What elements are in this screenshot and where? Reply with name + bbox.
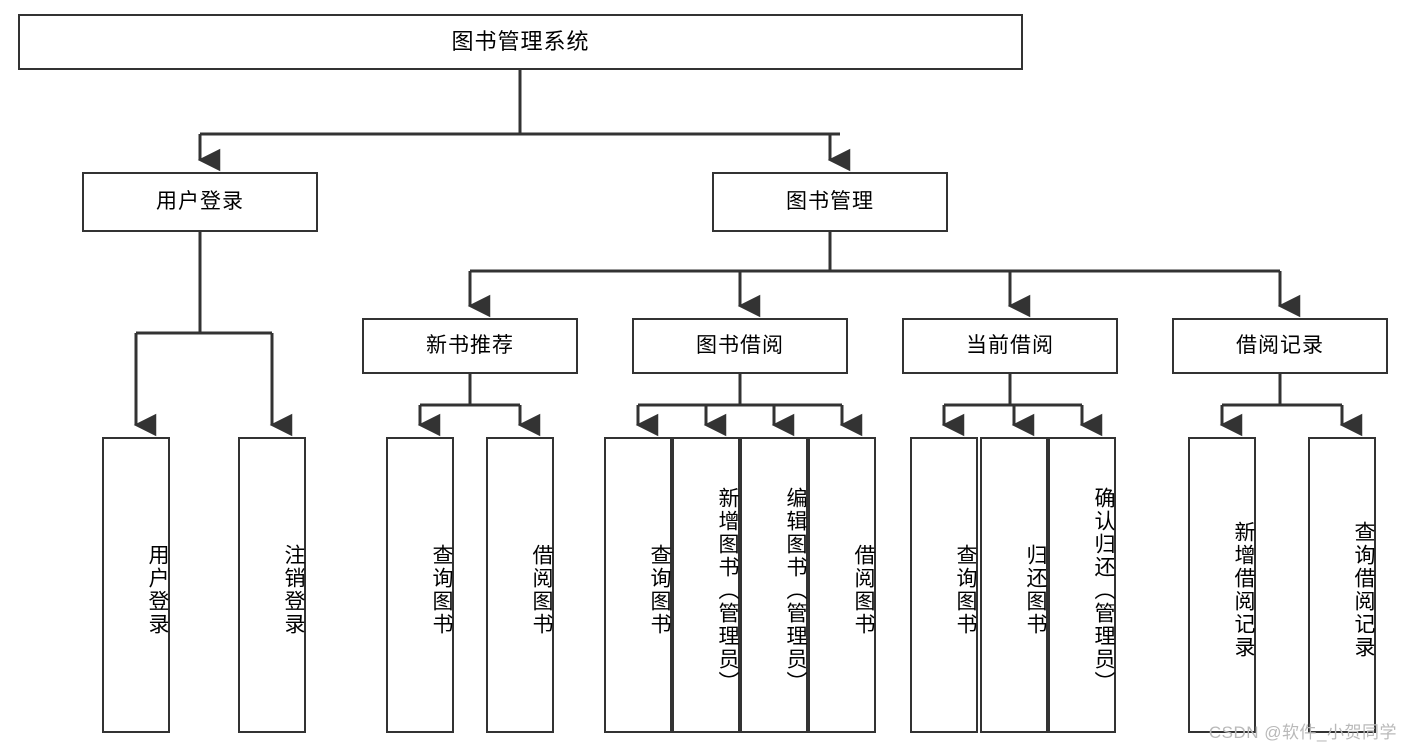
node-level3-label: 图书借阅 [696, 334, 784, 358]
node-level3-3[interactable]: 当前借阅 [902, 318, 1118, 374]
node-leaf-2[interactable]: 注销登录 [238, 437, 306, 733]
node-leaf-5[interactable]: 查询图书 [604, 437, 672, 733]
node-root[interactable]: 图书管理系统 [18, 14, 1023, 70]
node-level2-label: 图书管理 [786, 190, 874, 214]
node-leaf-label: 查询图书 [430, 544, 453, 636]
node-leaf-4[interactable]: 借阅图书 [486, 437, 554, 733]
node-leaf-9[interactable]: 查询图书 [910, 437, 978, 733]
node-level3-1[interactable]: 新书推荐 [362, 318, 578, 374]
node-leaf-11[interactable]: 确认归还（管理员） [1048, 437, 1116, 733]
node-leaf-label: 查询借阅记录 [1352, 521, 1375, 659]
node-level2-2[interactable]: 图书管理 [712, 172, 948, 232]
node-leaf-label: 新增借阅记录 [1232, 521, 1255, 659]
node-leaf-label: 编辑图书（管理员） [784, 486, 807, 694]
node-leaf-8[interactable]: 借阅图书 [808, 437, 876, 733]
node-leaf-label: 借阅图书 [852, 544, 875, 636]
node-leaf-label: 注销登录 [282, 544, 305, 636]
node-leaf-label: 新增图书（管理员） [716, 486, 739, 694]
node-leaf-7[interactable]: 编辑图书（管理员） [740, 437, 808, 733]
node-level3-label: 借阅记录 [1236, 334, 1324, 358]
node-leaf-label: 查询图书 [954, 544, 977, 636]
node-leaf-label: 借阅图书 [530, 544, 553, 636]
node-leaf-13[interactable]: 查询借阅记录 [1308, 437, 1376, 733]
node-leaf-12[interactable]: 新增借阅记录 [1188, 437, 1256, 733]
node-leaf-label: 确认归还（管理员） [1092, 486, 1115, 694]
node-leaf-1[interactable]: 用户登录 [102, 437, 170, 733]
node-root-label: 图书管理系统 [451, 28, 590, 54]
node-level2-1[interactable]: 用户登录 [82, 172, 318, 232]
node-leaf-label: 归还图书 [1024, 544, 1047, 636]
node-level3-label: 当前借阅 [966, 334, 1054, 358]
node-level3-4[interactable]: 借阅记录 [1172, 318, 1388, 374]
node-leaf-label: 用户登录 [146, 544, 169, 636]
node-level2-label: 用户登录 [156, 190, 244, 214]
watermark: CSDN @软件_小贺同学 [1208, 723, 1397, 742]
node-leaf-6[interactable]: 新增图书（管理员） [672, 437, 740, 733]
node-leaf-10[interactable]: 归还图书 [980, 437, 1048, 733]
node-leaf-label: 查询图书 [648, 544, 671, 636]
node-level3-2[interactable]: 图书借阅 [632, 318, 848, 374]
node-leaf-3[interactable]: 查询图书 [386, 437, 454, 733]
node-level3-label: 新书推荐 [426, 334, 514, 358]
